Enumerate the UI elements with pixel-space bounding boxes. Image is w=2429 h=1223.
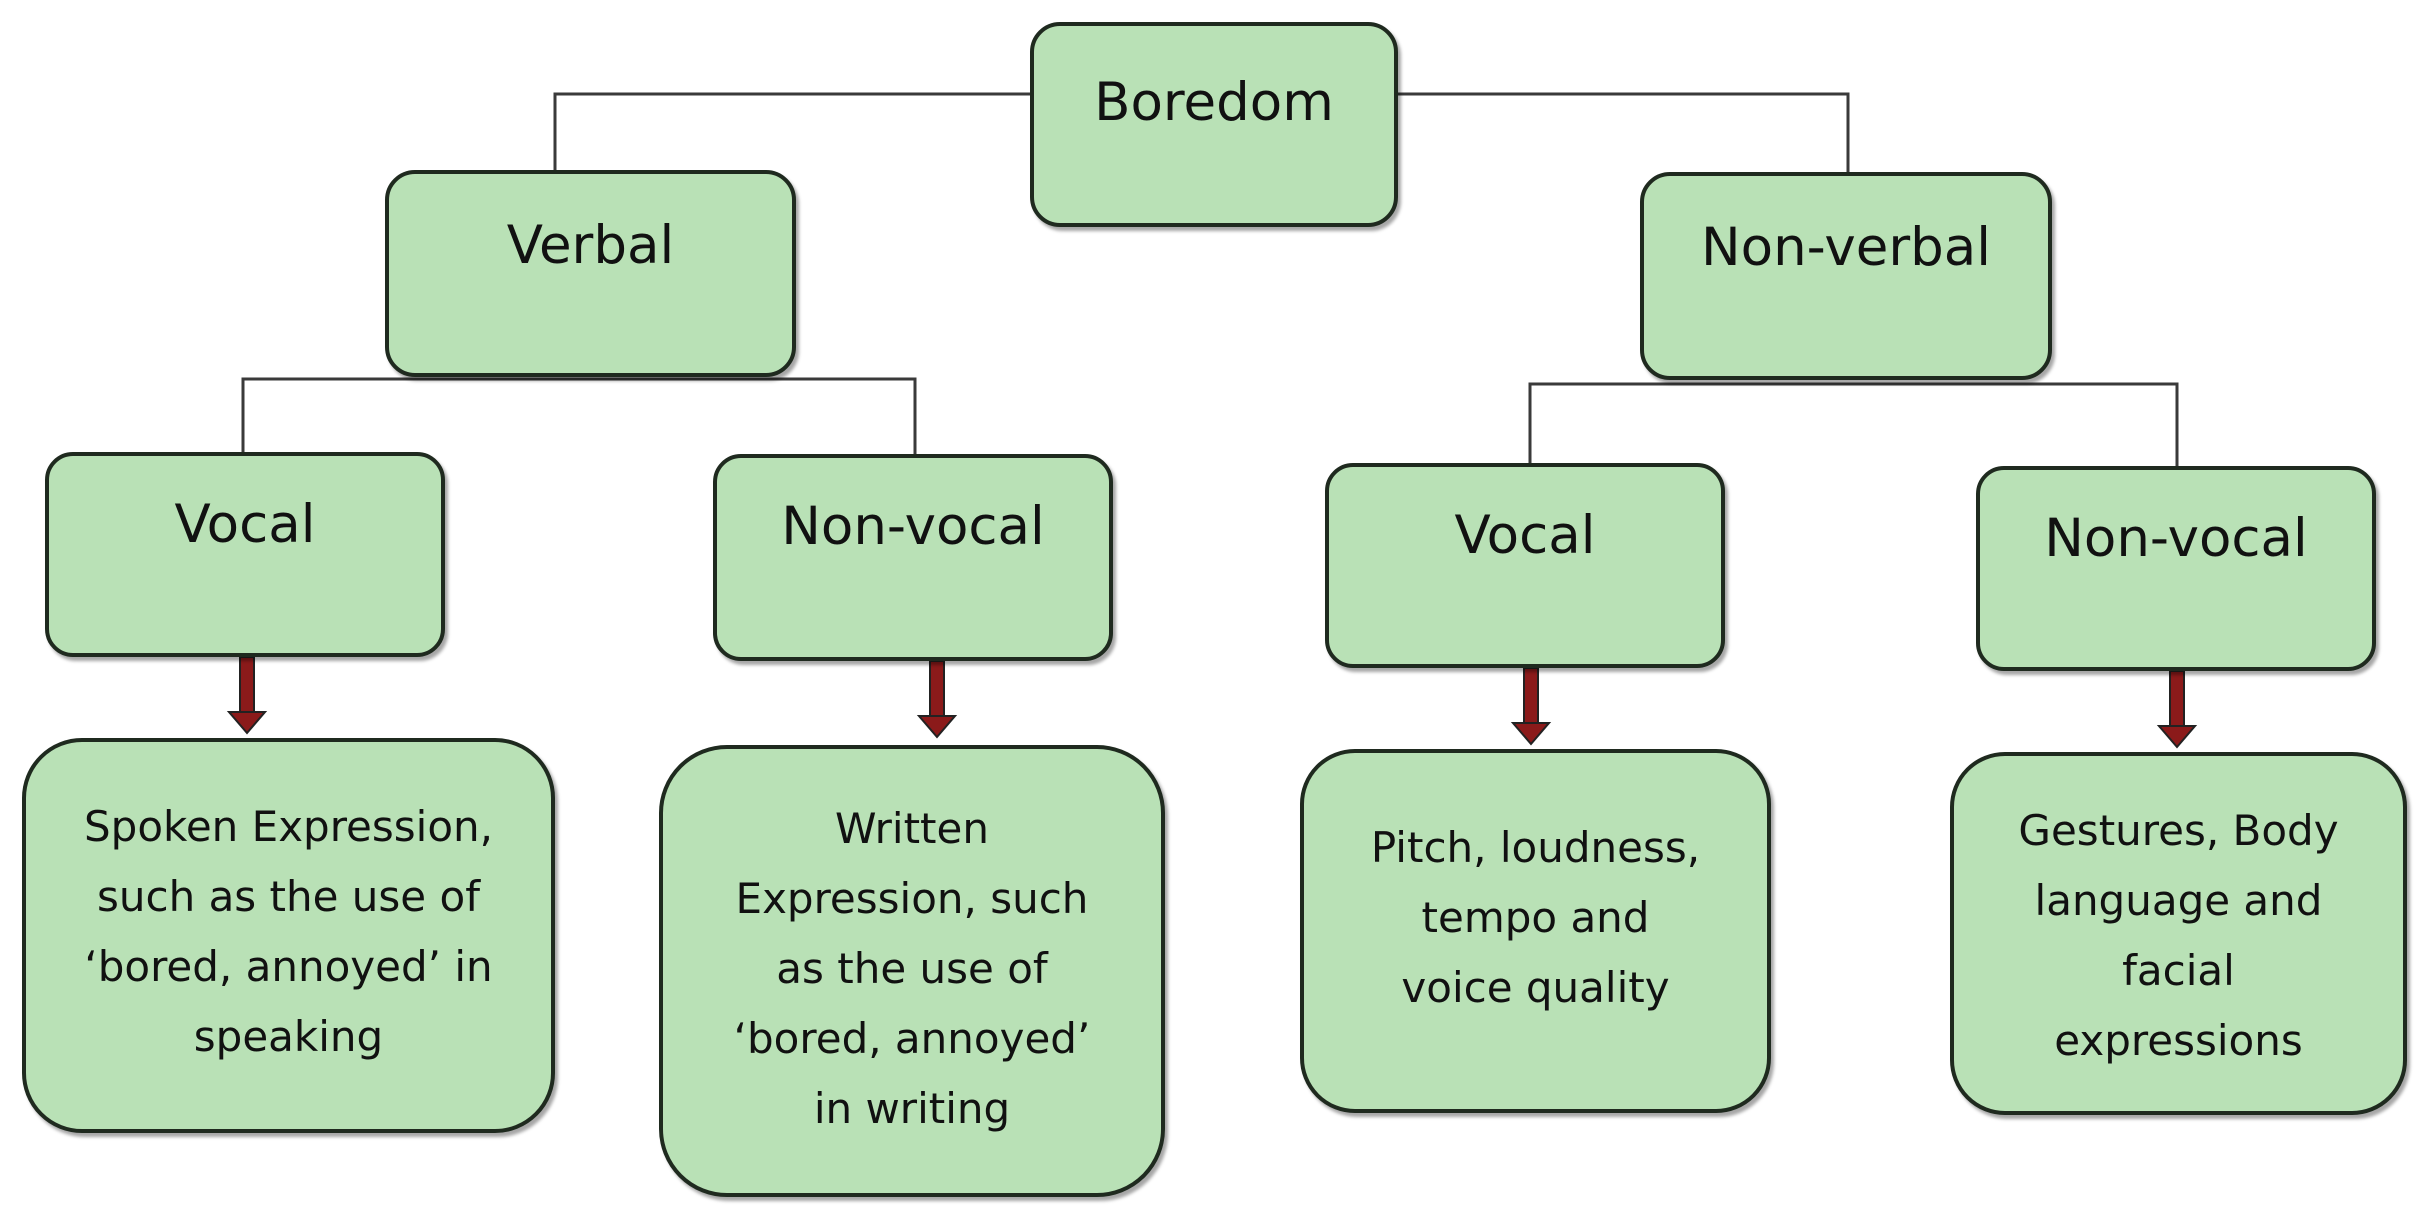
arrow-nonverbal-nonvocal: [2156, 670, 2198, 749]
nonverbal-children-connector: [1528, 382, 2179, 466]
nonverbal-label: Non-verbal: [1701, 217, 1991, 278]
pitch-loudness-box: Pitch, loudness, tempo and voice quality: [1300, 749, 1771, 1113]
gestures-body-language-text: Gestures, Body language and facial expre…: [2018, 806, 2339, 1065]
verbal-children-connector: [241, 377, 917, 454]
nonverbal-vocal-label: Vocal: [1454, 505, 1596, 566]
verbal-vocal-label: Vocal: [174, 494, 316, 555]
nonverbal-vocal-node: Vocal: [1325, 463, 1725, 668]
pitch-loudness-text: Pitch, loudness, tempo and voice quality: [1370, 823, 1701, 1012]
gestures-body-language-box: Gestures, Body language and facial expre…: [1950, 752, 2407, 1115]
nonverbal-nonvocal-node: Non-vocal: [1976, 466, 2376, 671]
written-expression-text: Written Expression, such as the use of ‘…: [733, 804, 1091, 1133]
verbal-vocal-node: Vocal: [45, 452, 445, 657]
boredom-root-node: Boredom: [1030, 22, 1398, 227]
verbal-node: Verbal: [385, 170, 796, 377]
nonverbal-node: Non-verbal: [1640, 172, 2052, 380]
written-expression-box: Written Expression, such as the use of ‘…: [659, 745, 1165, 1197]
boredom-root-label: Boredom: [1094, 72, 1334, 133]
spoken-expression-box: Spoken Expression, such as the use of ‘b…: [22, 738, 555, 1133]
root-to-verbal-connector: [553, 92, 1030, 170]
arrow-verbal-nonvocal: [916, 660, 958, 739]
root-to-nonverbal-connector: [1398, 92, 1850, 172]
nonverbal-nonvocal-label: Non-vocal: [2044, 508, 2308, 569]
verbal-nonvocal-node: Non-vocal: [713, 454, 1113, 661]
verbal-label: Verbal: [506, 215, 675, 276]
verbal-nonvocal-label: Non-vocal: [781, 496, 1045, 557]
spoken-expression-text: Spoken Expression, such as the use of ‘b…: [84, 802, 493, 1061]
arrow-verbal-vocal: [226, 656, 268, 735]
arrow-nonverbal-vocal: [1510, 667, 1552, 746]
